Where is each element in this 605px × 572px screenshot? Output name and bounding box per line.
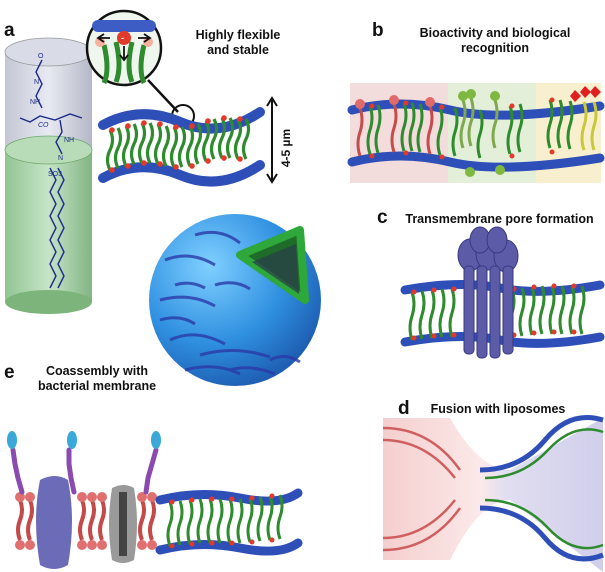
charge-minus-label: - [121,33,124,43]
panel-a-membrane [98,96,278,187]
panel-e-letter: e [4,362,15,383]
panel-b-caption-line1: Bioactivity and biological [419,26,571,40]
nh-group-label-2: NH [64,137,74,144]
so3-group-label: SO3 [48,171,62,178]
panel-b-letter: b [372,20,384,41]
panel-e-caption-line1: Coassembly with [45,364,149,378]
lps-chains [10,447,159,495]
nh-group-label: NH [30,99,40,106]
panel-a-caption-line2: and stable [207,43,269,57]
panel-e-caption: Coassembly with bacterial membrane [22,364,172,394]
panel-a-caption: Highly flexible and stable [178,28,298,58]
panel-e-caption-line2: bacterial membrane [37,379,157,393]
panel-c-caption: Transmembrane pore formation [405,212,594,226]
panel-e-membrane [7,431,303,569]
panel-c-letter: c [377,207,388,228]
atom-o-label: O [38,53,44,60]
panel-b-membrane [347,83,605,183]
panel-a-caption-line1: Highly flexible [195,28,281,42]
thickness-label: 4-5 µm [279,129,293,167]
panel-d-fusion [382,415,604,572]
atom-n-label-2: N [58,155,63,162]
pore-protein [457,226,519,359]
molecule-structure [19,59,83,289]
panel-d-caption: Fusion with liposomes [430,402,566,416]
co-group-label: CO [38,122,49,129]
zoom-circle: - [85,9,195,128]
panel-b-caption-line2: recognition [460,41,530,55]
panel-b-caption: Bioactivity and biological recognition [395,26,595,56]
atom-n-label: N [34,79,39,86]
panel-d-letter: d [398,398,410,419]
panel-a-cylinder [4,37,93,314]
panel-a-letter: a [4,20,15,41]
molecule-labels: O N NH CO NH N SO3 [30,53,74,178]
vesicle-sphere [149,214,321,386]
